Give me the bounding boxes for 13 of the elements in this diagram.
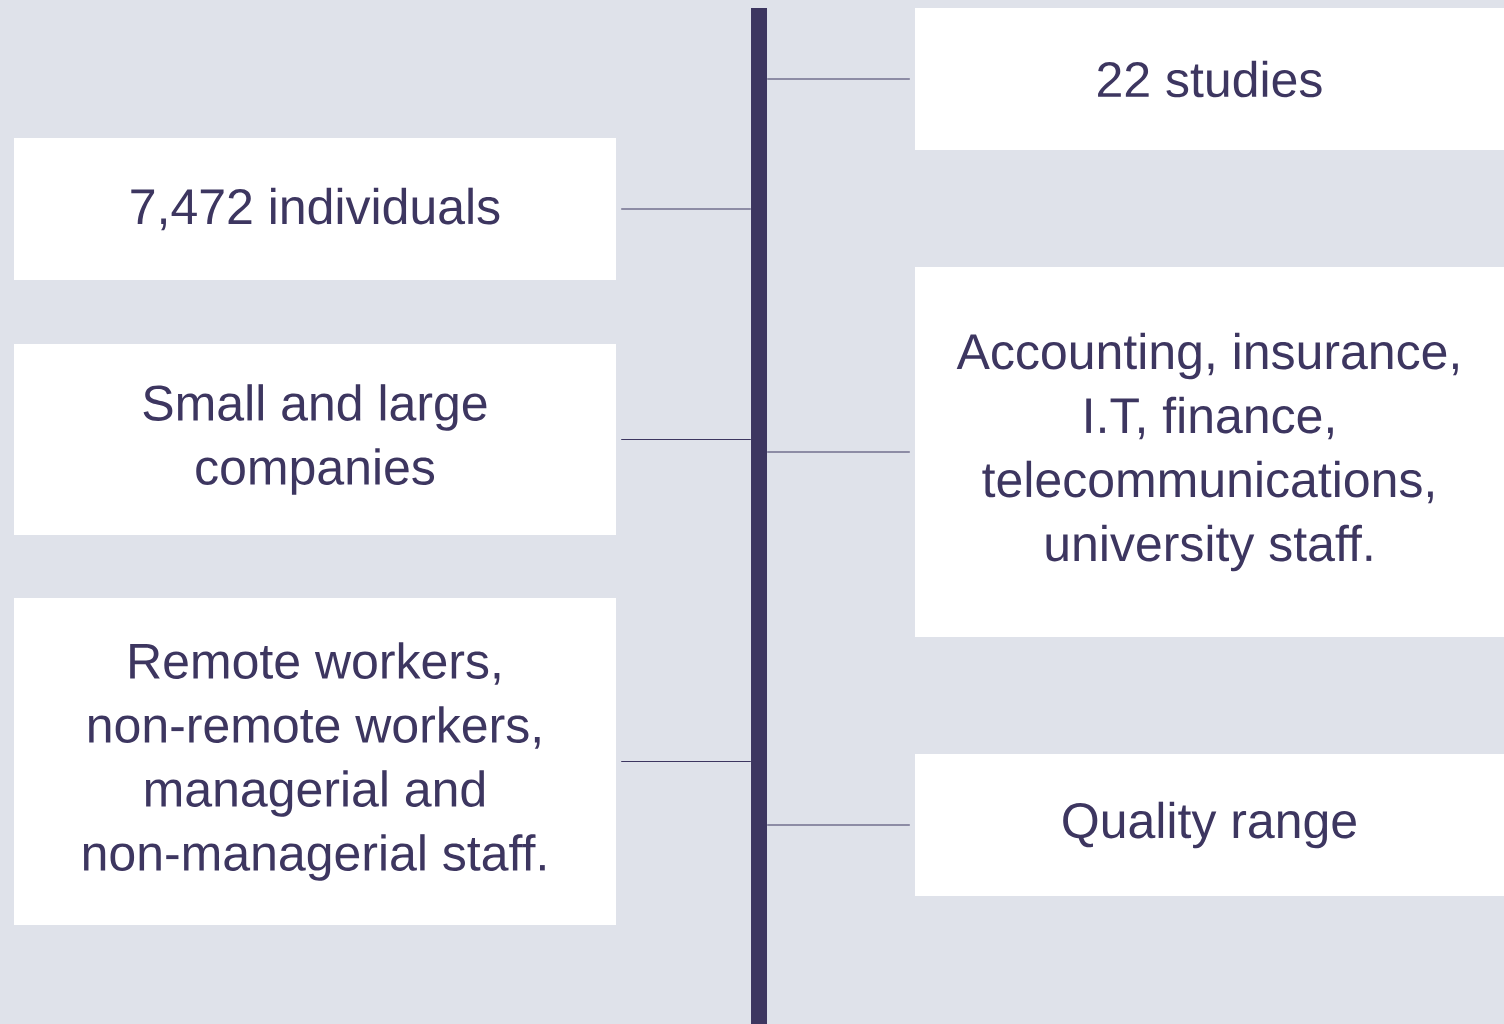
text-box: Small and large companies: [14, 344, 616, 535]
connector-line: [766, 824, 911, 826]
text-box: 7,472 individuals: [14, 138, 616, 280]
connector-line: [766, 78, 911, 80]
vertical-bar: [751, 8, 767, 1024]
text-box: Remote workers, non-remote workers, managerial and non-managerial staff.: [14, 598, 616, 925]
connector-line: [766, 451, 911, 453]
text-box: 22 studies: [915, 8, 1504, 150]
connector-line: [620, 208, 752, 210]
text-box: Quality range: [915, 754, 1504, 896]
text-box: Accounting, insurance, I.T, finance, telecommunications, university staff.: [915, 267, 1504, 637]
connector-line: [620, 760, 752, 763]
connector-line: [620, 438, 752, 441]
